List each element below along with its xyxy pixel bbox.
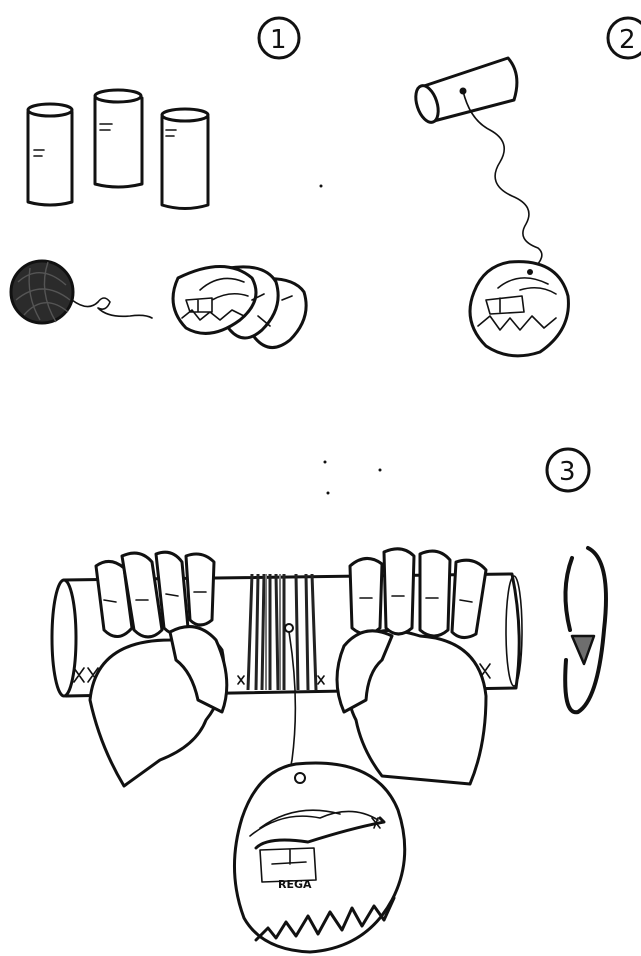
roll-held-in-hands [50,547,523,788]
pick-logo-text: REGA [278,878,312,891]
step-2-marker: 2 [606,16,641,60]
step-1-marker: 1 [257,16,301,60]
paper-roll-2 [93,88,144,189]
step-2-number: 2 [619,25,636,55]
paper-specks [319,184,382,495]
roll-with-string [414,56,543,271]
hanging-pick-large: REGA [232,761,407,954]
step-1-number: 1 [270,25,287,55]
paper-roll-1 [26,102,74,207]
step-3-number: 3 [559,457,576,487]
guitar-picks-stack [171,265,308,349]
step-3-marker: 3 [545,447,591,493]
hanging-pick-small [468,260,570,358]
rotation-arrow [563,546,608,715]
yarn-ball [9,259,153,325]
paper-roll-3 [160,107,210,210]
